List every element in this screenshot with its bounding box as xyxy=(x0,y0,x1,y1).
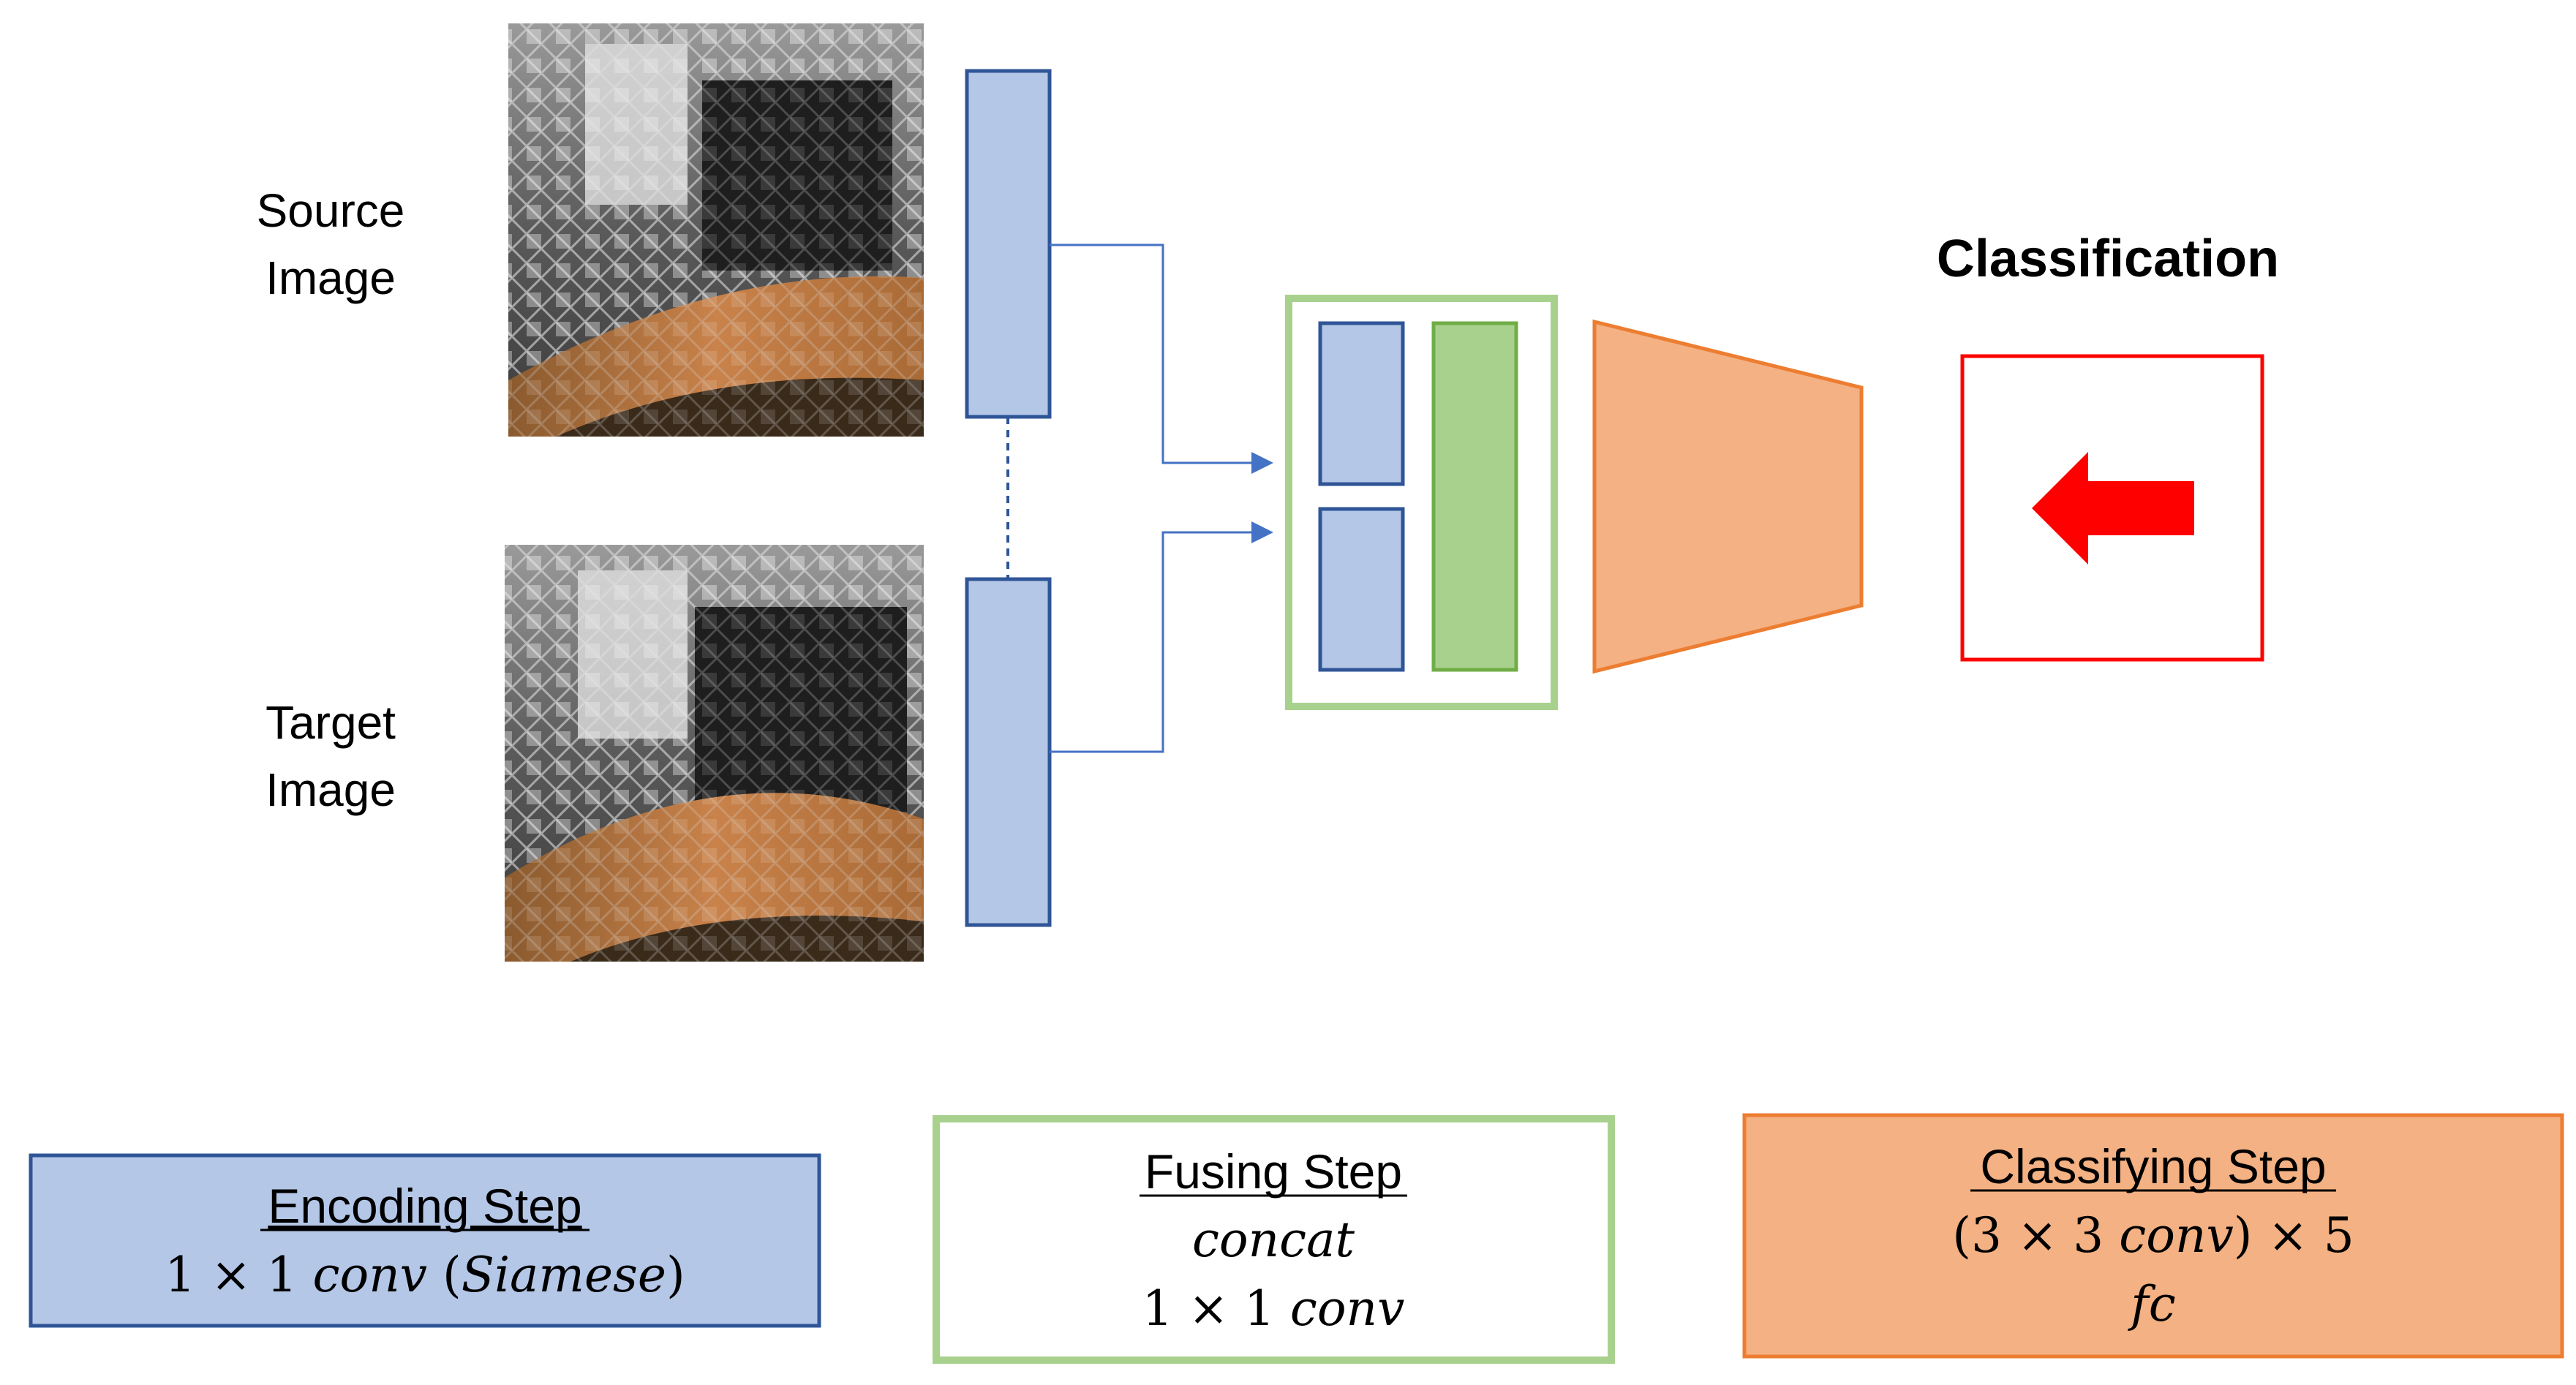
legend-classifying-fc: fc xyxy=(2127,1276,2175,1332)
source-connector-arrow xyxy=(1050,244,1273,474)
encoder-block-target xyxy=(965,577,1052,927)
target-image xyxy=(505,545,924,962)
target-image-label-line2: Image xyxy=(265,763,396,816)
legend-encoding-formula: 1 × 1 conv (Siamese) xyxy=(165,1247,685,1303)
fusion-conv-output xyxy=(1431,321,1518,672)
target-image-label-line1: Target xyxy=(265,696,396,749)
legend-fusing-step xyxy=(933,1115,1615,1364)
left-arrow-icon xyxy=(2032,452,2194,565)
legend-fusing-title: Fusing Step xyxy=(1145,1144,1402,1199)
legend-classifying-step xyxy=(1742,1113,2564,1359)
source-image-label-line2: Image xyxy=(265,252,396,304)
classification-title: Classification xyxy=(1937,230,2279,288)
source-image xyxy=(508,23,924,437)
legend-encoding-step xyxy=(29,1153,821,1328)
encoder-block-source xyxy=(965,69,1052,419)
fusion-feature-source xyxy=(1318,321,1405,486)
fusion-feature-target xyxy=(1318,507,1405,672)
source-image-label-line1: Source xyxy=(257,184,405,237)
target-connector-arrow xyxy=(1050,521,1273,753)
legend-classifying-title: Classifying Step xyxy=(1980,1139,2326,1193)
legend-classifying-formula: (3 × 3 conv) × 5 xyxy=(1952,1207,2354,1264)
classifier-trapezoid xyxy=(1592,319,1864,674)
legend-fusing-formula: 1 × 1 conv xyxy=(1142,1280,1405,1337)
legend-fusing-concat: concat xyxy=(1192,1212,1355,1268)
legend-encoding-title: Encoding Step xyxy=(268,1179,581,1233)
